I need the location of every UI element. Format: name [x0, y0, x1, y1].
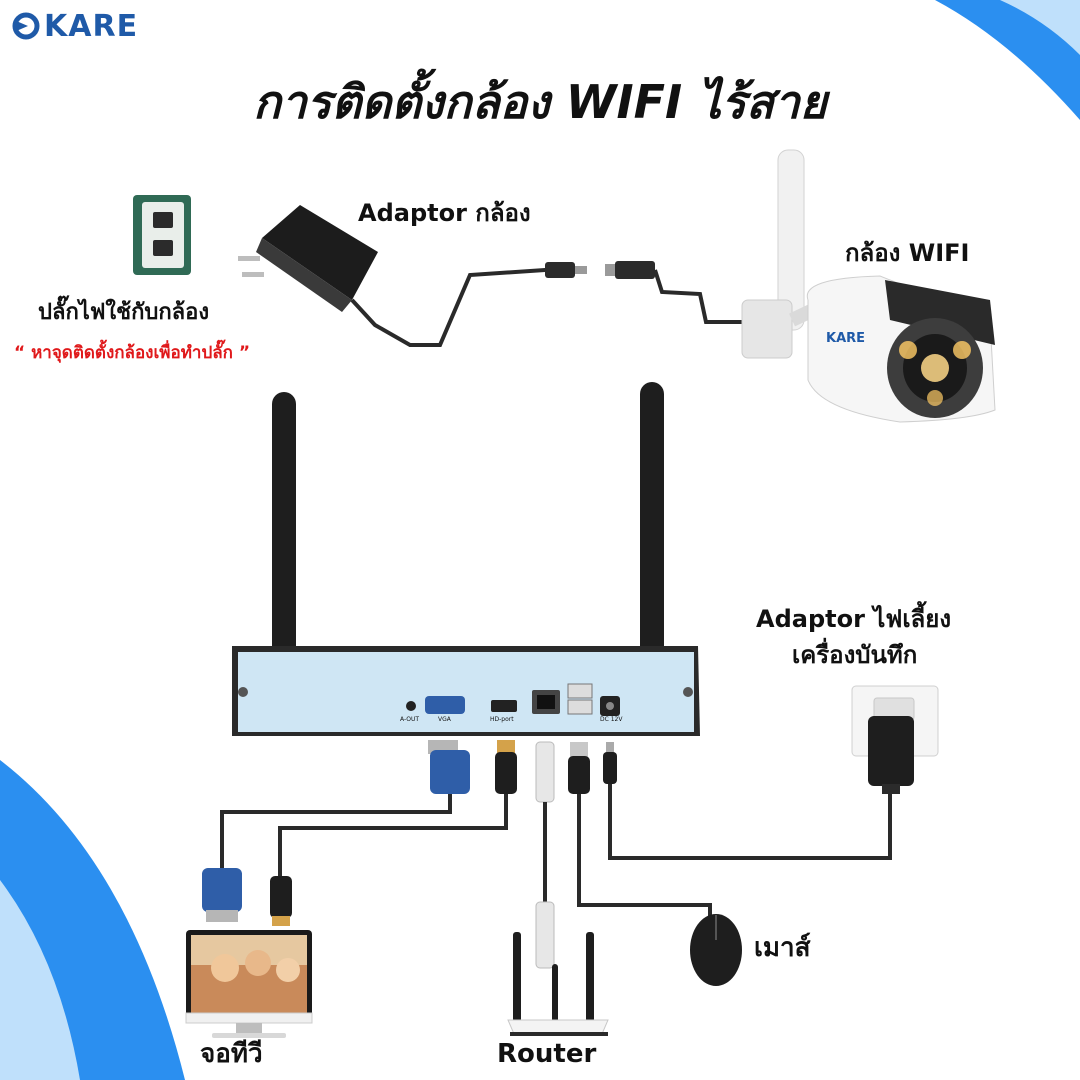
- page-title: การติดตั้งกล้อง WIFI ไร้สาย: [253, 75, 827, 129]
- port-label-vga: VGA: [438, 716, 451, 723]
- wifi-camera: [741, 149, 996, 423]
- label-outlet-note: “ หาจุดติดตั้งกล้องเพื่อทำปลั๊ก ”: [14, 343, 251, 363]
- usb-plug-top: [568, 742, 590, 794]
- vga-plug-top: [428, 740, 470, 794]
- corner-decor-top-right: [935, 0, 1080, 120]
- hdmi-cable: [278, 794, 508, 880]
- dc-jack-female: [605, 261, 655, 279]
- port-label-dc-12v: DC 12V: [600, 716, 623, 723]
- kare-logo-icon: [12, 12, 40, 40]
- brand-logo: KARE: [8, 8, 138, 44]
- camera-wall-outlet: [133, 195, 191, 275]
- label-mouse: เมาส์: [754, 933, 811, 963]
- camera-adaptor-cable: [350, 268, 565, 347]
- nvr-antenna-right: [640, 382, 664, 692]
- camera-pigtail-cable: [653, 269, 745, 324]
- usb-cable: [577, 794, 712, 918]
- brand-name: KARE: [44, 8, 139, 44]
- tv-monitor: [185, 930, 313, 1038]
- label-recorder-adaptor-line2: เครื่องบันทึก: [792, 641, 918, 669]
- nvr-antenna-left: [272, 392, 296, 692]
- corner-decor-bottom-left: [0, 760, 185, 1080]
- vga-plug-bottom: [202, 868, 242, 922]
- camera-adaptor-brick: [238, 205, 378, 312]
- dc-plug-top: [603, 742, 617, 784]
- router-device: [507, 901, 609, 1036]
- port-label-hd-port: HD-port: [490, 716, 514, 723]
- label-camera-outlet: ปลั๊กไฟใช้กับกล้อง: [38, 300, 210, 325]
- nvr-recorder: [232, 646, 700, 736]
- label-router: Router: [497, 1039, 597, 1069]
- hdmi-plug-bottom: [270, 876, 292, 926]
- recorder-adaptor-brick: [868, 716, 914, 794]
- port-label-a-out: A-OUT: [400, 716, 420, 723]
- hdmi-plug-top: [495, 740, 517, 794]
- camera-brand-mark: KARE: [826, 331, 866, 346]
- label-wifi-camera: กล้อง WIFI: [845, 239, 970, 267]
- lan-plug-top: [535, 741, 555, 803]
- label-camera-adaptor: Adaptor กล้อง: [358, 199, 531, 227]
- vga-cable: [220, 794, 452, 870]
- label-tv: จอทีวี: [200, 1039, 263, 1069]
- dc-plug-male: [545, 262, 587, 278]
- dc-power-cable: [608, 784, 892, 860]
- mouse-device: [690, 914, 742, 986]
- label-recorder-adaptor-line1: Adaptor ไฟเลี้ยง: [756, 605, 952, 633]
